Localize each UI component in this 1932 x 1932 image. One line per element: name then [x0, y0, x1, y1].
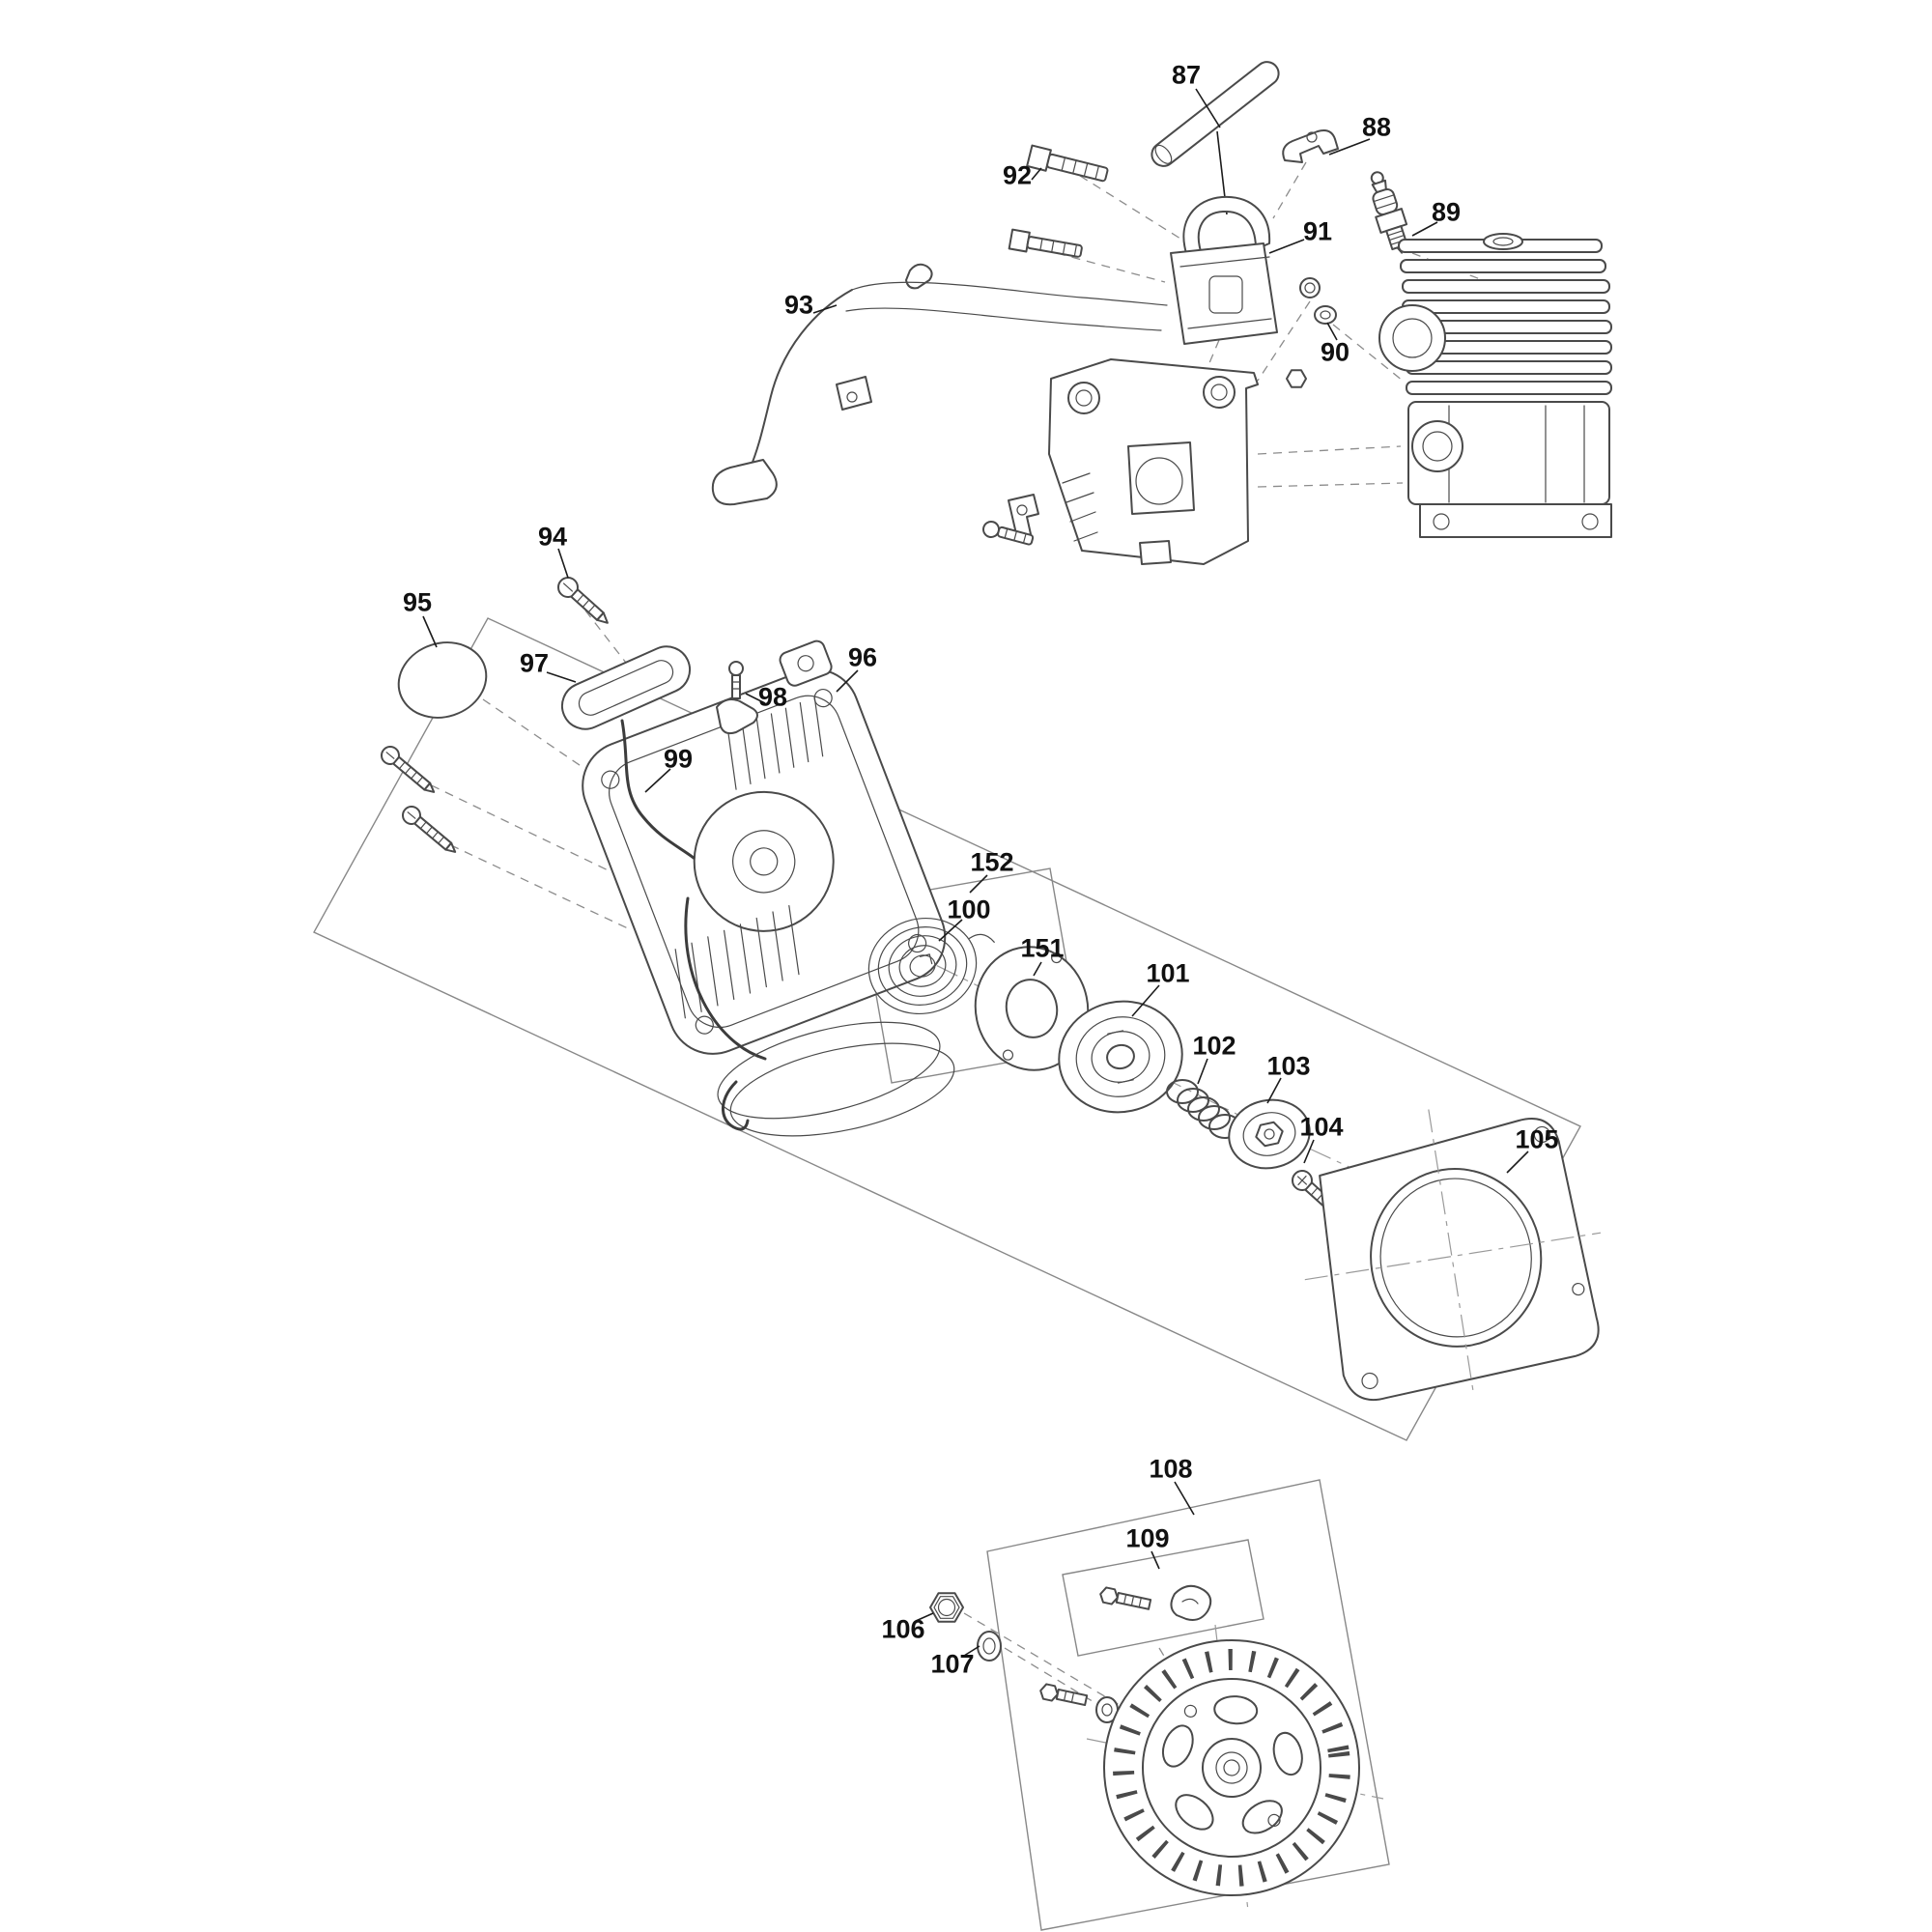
flywheel-nut-drawing	[929, 1592, 964, 1623]
ignition-pawl-kit-box	[1062, 1539, 1264, 1657]
starter-grip-drawing	[560, 645, 692, 730]
fan-cover-drawing	[1304, 1109, 1602, 1402]
flywheel-drawing	[1103, 1639, 1360, 1896]
spark-plug-clamp-drawing	[1282, 129, 1339, 163]
rope-pulley-drawing	[1058, 1000, 1183, 1114]
throttle-rod-drawing	[711, 281, 1168, 506]
handle-bolt-2-drawing	[1008, 228, 1083, 258]
label-leader-lines	[422, 88, 1529, 1657]
flange-nut-drawing	[1286, 277, 1337, 388]
bracket-bolt-drawing	[982, 521, 1035, 546]
starter-decal-drawing	[397, 641, 488, 719]
handle-tube-drawing	[1151, 61, 1280, 167]
flywheel-washer-drawing	[977, 1631, 1002, 1662]
ratchet-cap-drawing	[1228, 1098, 1311, 1170]
brake-bracket-plate-drawing	[1008, 358, 1259, 565]
starter-housing-drawing	[582, 639, 947, 1055]
housing-screw-1-drawing	[381, 746, 436, 793]
spark-plug-drawing	[1370, 171, 1408, 254]
cylinder-drawing	[1378, 233, 1612, 538]
rope-guide-screw-drawing	[716, 661, 758, 735]
flywheel-assembly-box	[986, 1479, 1390, 1931]
starter-assembly-box	[313, 617, 1581, 1441]
handle-bolt-drawing	[1026, 144, 1109, 183]
spring-case-drawing	[974, 946, 1101, 1071]
starter-screw-drawing	[557, 577, 609, 624]
housing-screw-2-drawing	[402, 806, 457, 853]
rewind-spring-drawing	[867, 917, 995, 1015]
pawl-kit-drawing	[1099, 1584, 1212, 1621]
starter-rope-drawing	[620, 719, 955, 1137]
front-handle-drawing	[1170, 195, 1278, 345]
